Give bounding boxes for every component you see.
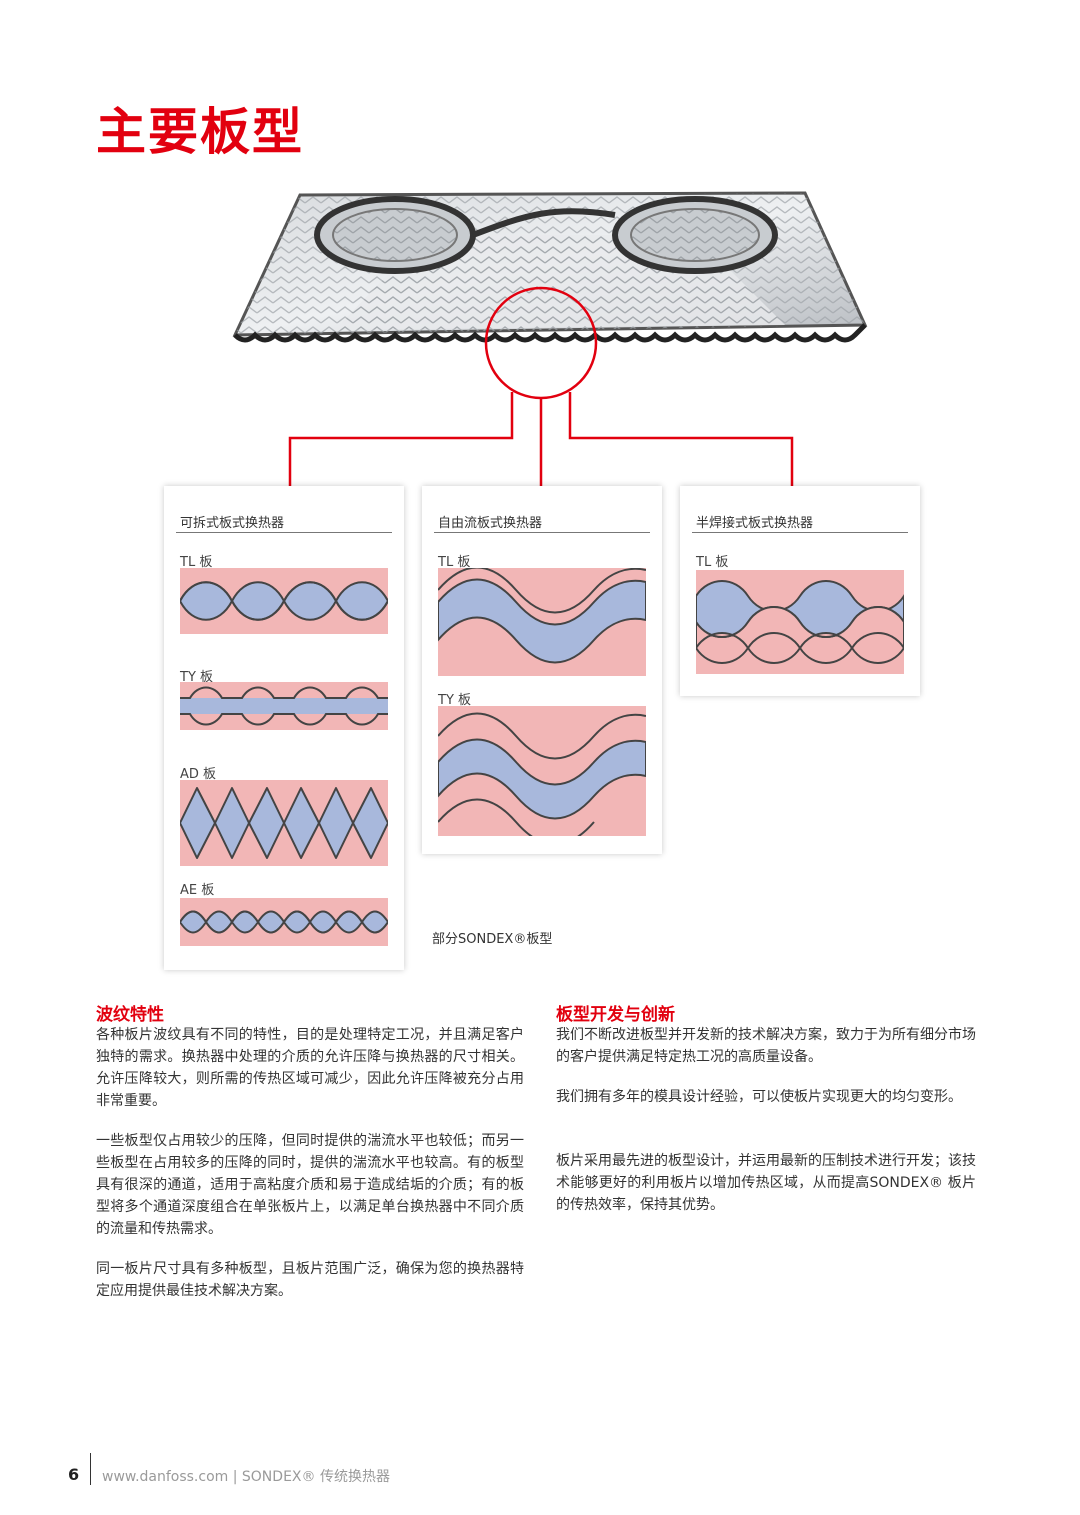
plate-label-tl: TL 板 (696, 555, 729, 570)
wave-diagram-ae (180, 898, 388, 946)
connector-lines (285, 286, 797, 505)
paragraph: 我们不断改进板型并开发新的技术解决方案，致力于为所有细分市场的客户提供满足特定热… (556, 1027, 976, 1065)
paragraph: 同一板片尺寸具有多种板型，且板片范围广泛，确保为您的换热器特定应用提供最佳技术解… (96, 1261, 524, 1299)
wave-diagram-tl (696, 570, 904, 674)
plate-label-ty: TY 板 (438, 693, 472, 708)
paragraph: 我们拥有多年的模具设计经验，可以使板片实现更大的均匀变形。 (556, 1089, 962, 1105)
plate-label-ad: AD 板 (180, 767, 217, 782)
wave-diagram-ty (180, 682, 388, 730)
wave-diagram-tl (180, 568, 388, 634)
panel-title: 半焊接式板式换热器 (696, 516, 814, 531)
heading-development: 板型开发与创新 (556, 1005, 675, 1025)
wave-diagram-tl (438, 568, 646, 676)
divider (176, 532, 392, 533)
divider (434, 532, 650, 533)
panel-gasketed: 可拆式板式换热器 TL 板 TY 板 AD 板 AE 板 (164, 486, 404, 970)
footer-text: www.danfoss.com | SONDEX® 传统换热器 (102, 1469, 390, 1485)
detail-circle (484, 286, 598, 400)
page-number: 6 (68, 1465, 80, 1484)
wave-diagram-ad (180, 780, 388, 866)
panel-title: 自由流板式换热器 (438, 516, 543, 531)
plate-photo (232, 191, 868, 343)
panel-semi-welded: 半焊接式板式换热器 TL 板 (680, 486, 920, 696)
paragraph: 一些板型仅占用较少的压降，但同时提供的湍流水平也较低；而另一些板型在占用较多的压… (96, 1133, 524, 1237)
plate-label-tl: TL 板 (438, 555, 471, 570)
plate-label-tl: TL 板 (180, 555, 213, 570)
panel-title: 可拆式板式换热器 (180, 516, 285, 531)
footer-divider (90, 1453, 91, 1485)
paragraph: 板片采用最先进的板型设计，并运用最新的压制技术进行开发；该技术能够更好的利用板片… (556, 1153, 976, 1213)
panel-free-flow: 自由流板式换热器 TL 板 TY 板 (422, 486, 662, 854)
plate-label-ty: TY 板 (180, 670, 214, 685)
figure-caption: 部分SONDEX®板型 (432, 932, 553, 947)
plate-edge (233, 323, 867, 343)
divider (692, 532, 908, 533)
heading-corrugation: 波纹特性 (96, 1005, 164, 1025)
page-title: 主要板型 (96, 103, 304, 161)
wave-diagram-ty (438, 706, 646, 836)
plate-label-ae: AE 板 (180, 883, 215, 898)
paragraph: 各种板片波纹具有不同的特性，目的是处理特定工况，并且满足客户独特的需求。换热器中… (96, 1027, 524, 1109)
